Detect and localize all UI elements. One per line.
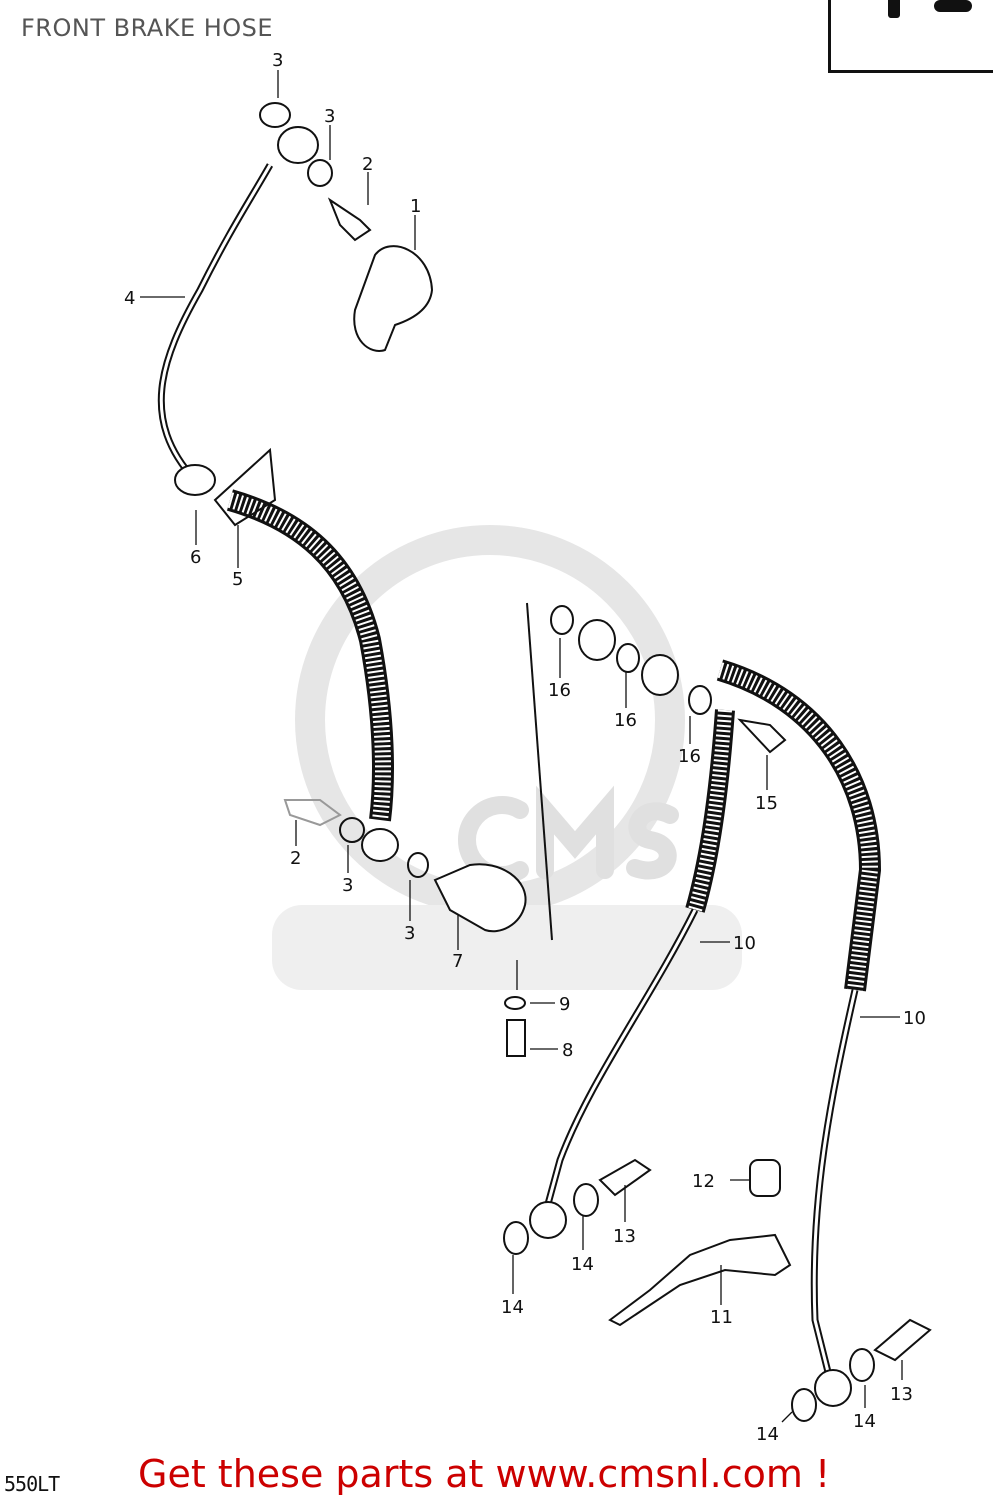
callout: 3 <box>272 50 283 71</box>
bolt-8 <box>506 1019 526 1057</box>
model-code: 550LT <box>4 1472 60 1496</box>
callout: 9 <box>559 994 570 1015</box>
callout: 5 <box>232 569 243 590</box>
washer-9 <box>504 996 526 1010</box>
callout: 12 <box>692 1171 715 1192</box>
callout: 14 <box>571 1254 594 1275</box>
callout: 6 <box>190 547 201 568</box>
callout: 15 <box>755 793 778 814</box>
callout: 7 <box>452 951 463 972</box>
washer <box>259 102 291 128</box>
page-index-box <box>828 0 993 73</box>
washer <box>616 643 640 673</box>
washer <box>307 159 333 187</box>
callout: 1 <box>410 196 421 217</box>
callout: 10 <box>733 933 756 954</box>
brake-hose-upper-armored <box>226 489 394 822</box>
callout: 10 <box>903 1008 926 1029</box>
washer <box>791 1388 817 1422</box>
master-cylinder-cap <box>353 245 434 352</box>
watermark-logo <box>272 525 742 990</box>
washer <box>688 685 712 715</box>
washer <box>849 1348 875 1382</box>
hose-clamp-11 <box>608 1233 792 1327</box>
callout: 4 <box>124 288 135 309</box>
washer <box>573 1183 599 1217</box>
callout: 13 <box>890 1384 913 1405</box>
callout: 2 <box>362 154 373 175</box>
callout: 14 <box>853 1411 876 1432</box>
washer <box>407 852 429 878</box>
callout: 11 <box>710 1307 733 1328</box>
brake-hose-upper <box>157 163 274 483</box>
washer <box>339 817 365 843</box>
diagram-title: FRONT BRAKE HOSE <box>21 14 274 42</box>
banjo-bolt <box>327 197 372 242</box>
three-way-joint <box>433 863 527 933</box>
callout: 16 <box>548 680 571 701</box>
callout: 14 <box>756 1424 779 1445</box>
grommet-12 <box>749 1159 781 1197</box>
callout: 16 <box>614 710 637 731</box>
callout: 3 <box>324 106 335 127</box>
bolt <box>283 799 342 827</box>
callout: 3 <box>342 875 353 896</box>
callout: 16 <box>678 746 701 767</box>
bolt-13b <box>873 1318 932 1362</box>
callout: 14 <box>501 1297 524 1318</box>
washer <box>503 1221 529 1255</box>
drawing <box>140 70 932 1423</box>
washer <box>550 605 574 635</box>
callout: 3 <box>404 923 415 944</box>
banjo-fitting <box>277 126 319 164</box>
bolt-15 <box>737 718 787 754</box>
callout: 13 <box>613 1226 636 1247</box>
bolt-13 <box>598 1158 652 1197</box>
callout: 8 <box>562 1040 573 1061</box>
callout-labels: 3 3 2 1 4 6 5 16 16 16 15 2 3 3 7 10 9 8… <box>124 50 926 1445</box>
promo-link[interactable]: Get these parts at www.cmsnl.com ! <box>138 1452 831 1496</box>
callout: 2 <box>290 848 301 869</box>
banjo-fitting <box>361 828 399 862</box>
